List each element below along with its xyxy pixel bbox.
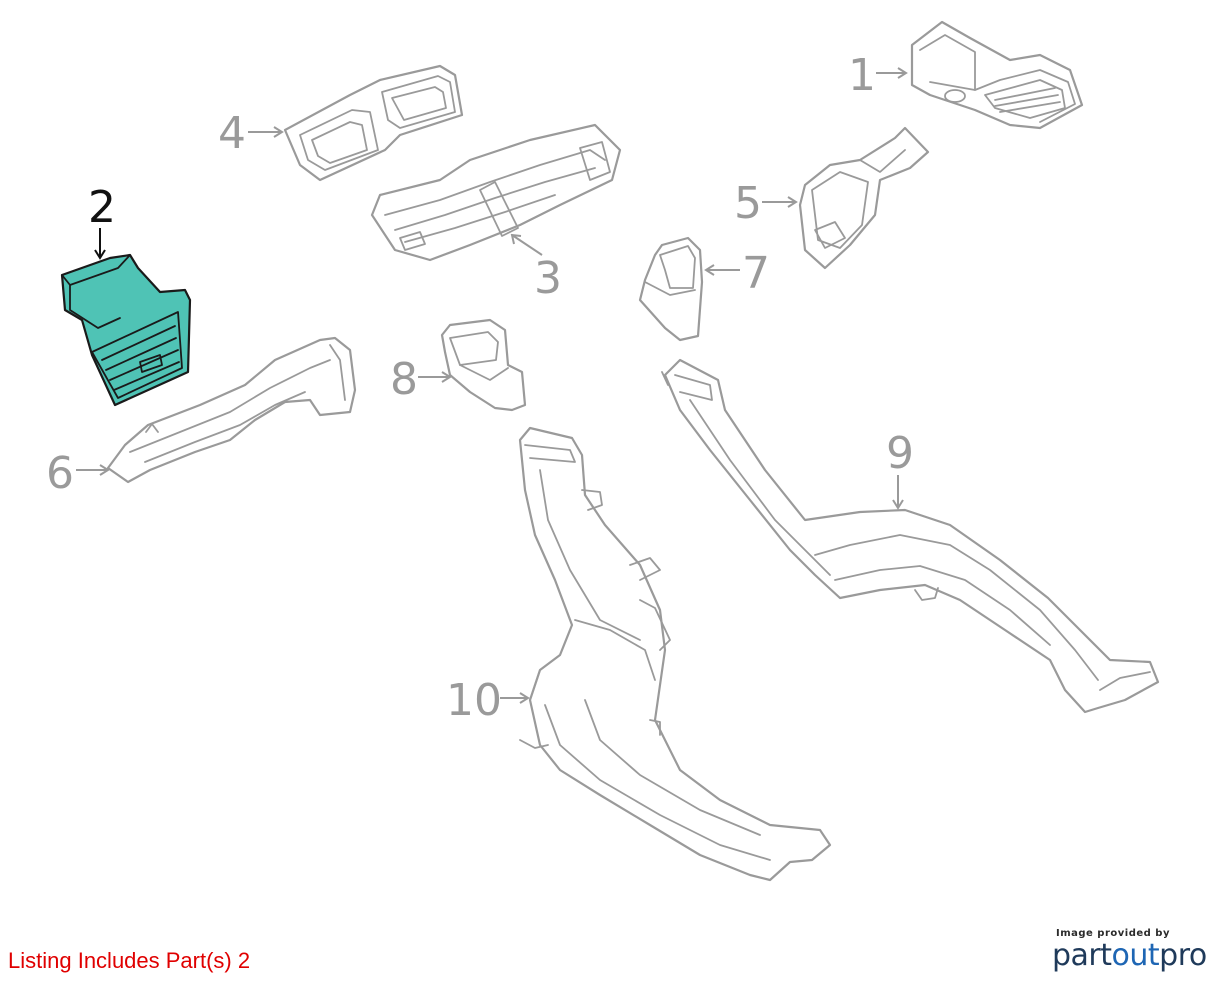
brand-part: part xyxy=(1052,938,1112,973)
part-6-left-duct[interactable] xyxy=(106,336,357,484)
callout-3: 3 xyxy=(534,253,562,304)
brand-wordmark: partoutpro xyxy=(1052,939,1212,973)
callout-7: 7 xyxy=(742,248,770,299)
callout-2: 2 xyxy=(88,182,116,233)
part-3-center-vent[interactable] xyxy=(370,123,622,262)
image-credit-label: Image provided by xyxy=(1056,928,1170,939)
part-7-duct-connector[interactable] xyxy=(638,236,704,342)
callout-1: 1 xyxy=(848,50,876,101)
part-9-floor-duct-right[interactable] xyxy=(661,358,1160,714)
listing-includes-note: Listing Includes Part(s) 2 xyxy=(8,948,251,973)
callout-arrows xyxy=(76,67,908,704)
callout-6: 6 xyxy=(46,448,74,499)
part-1-duct-vent[interactable] xyxy=(910,20,1084,130)
part-5-duct-elbow[interactable] xyxy=(798,126,930,270)
callout-8: 8 xyxy=(390,354,418,405)
part-10-floor-duct-center[interactable] xyxy=(518,426,832,882)
callout-5: 5 xyxy=(734,178,762,229)
part-8-duct-connector[interactable] xyxy=(440,318,527,412)
callout-10: 10 xyxy=(446,675,502,726)
callout-9: 9 xyxy=(886,428,914,479)
brand-logo[interactable]: Image provided by partoutpro xyxy=(1052,928,1212,973)
callout-4: 4 xyxy=(218,108,246,159)
part-2-side-vent-highlighted[interactable] xyxy=(60,253,192,407)
brand-out: out xyxy=(1111,938,1160,973)
brand-pro: pro xyxy=(1159,938,1207,973)
part-4-dual-vent[interactable] xyxy=(283,64,464,182)
